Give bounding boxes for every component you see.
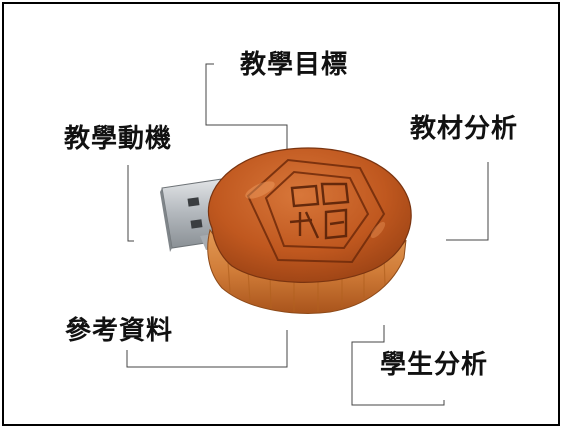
- label-reference-material: 參考資料: [65, 316, 174, 346]
- connector-teaching-goal: [205, 63, 288, 160]
- label-teaching-goal: 教學目標: [240, 50, 349, 80]
- label-material-analysis: 教材分析: [410, 114, 519, 144]
- connector-student-analysis: [351, 325, 445, 406]
- label-student-analysis: 學生分析: [380, 350, 489, 380]
- connector-material-analysis: [446, 162, 489, 241]
- connector-reference-material: [126, 330, 288, 368]
- mooncake-body: [207, 147, 412, 314]
- label-teaching-motivation: 教學動機: [64, 124, 173, 154]
- connector-teaching-motivation: [127, 165, 134, 242]
